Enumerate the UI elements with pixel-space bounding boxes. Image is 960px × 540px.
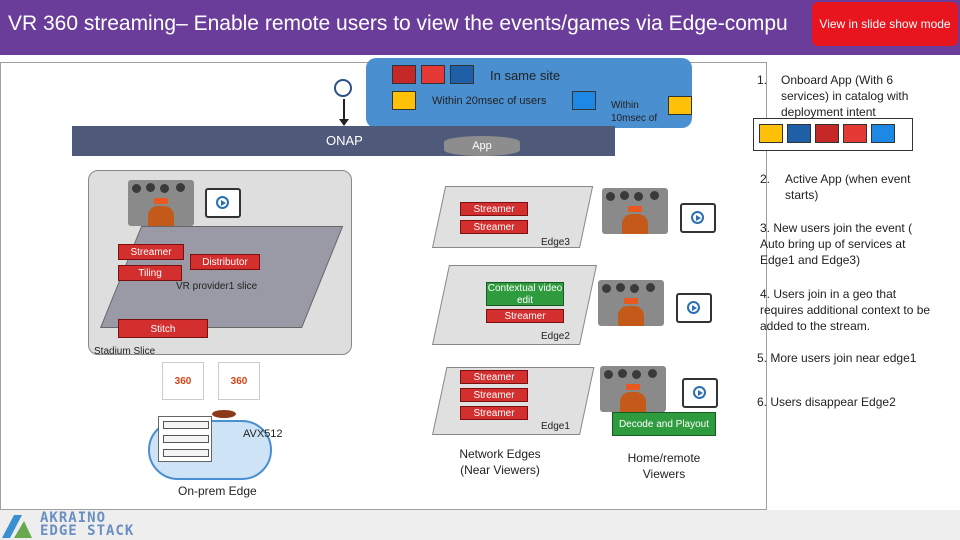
stadium-slice-label: Stadium Slice xyxy=(94,346,156,357)
stitch-pill: Stitch xyxy=(118,319,208,338)
edge2-streamer: Streamer xyxy=(486,309,564,323)
akraino-logo-text: AKRAINO EDGE STACK xyxy=(40,510,135,539)
step-1-text: Onboard App (With 6 services) in catalog… xyxy=(781,73,909,118)
viewers-image-edge3 xyxy=(602,188,668,234)
step-5-text: 5. More users join near edge1 xyxy=(757,351,917,365)
app-cylinder: App xyxy=(444,136,520,156)
arrow-down-icon xyxy=(343,99,345,123)
tablet-play-icon xyxy=(205,188,241,218)
service-square-yellow xyxy=(392,91,416,110)
person-group-icon xyxy=(334,79,352,97)
same-site-label: In same site xyxy=(490,68,561,83)
onprem-edge-label: On-prem Edge xyxy=(178,484,257,498)
service-square-blue xyxy=(572,91,596,110)
tablet-play-icon xyxy=(680,203,716,233)
edge1-streamer-1: Streamer xyxy=(460,370,528,384)
decode-playout-box: Decode and Playout xyxy=(612,412,716,436)
page-title: VR 360 streaming– Enable remote users to… xyxy=(8,12,788,35)
camera-360-icon: 360 xyxy=(162,362,204,400)
distributor-pill: Distributor xyxy=(190,254,260,270)
avx-label: AVX512 xyxy=(243,428,283,440)
server-icon xyxy=(158,416,212,462)
edge1-streamer-3: Streamer xyxy=(460,406,528,420)
step-4-text: 4. Users join in a geo that requires add… xyxy=(760,287,931,333)
edge1-label: Edge1 xyxy=(541,421,570,432)
arrow-head-icon xyxy=(339,119,349,126)
tablet-play-icon xyxy=(676,293,712,323)
slideshow-button[interactable]: View in slide show mode xyxy=(812,2,958,46)
edge3-streamer-2: Streamer xyxy=(460,220,528,234)
edge3-streamer-1: Streamer xyxy=(460,202,528,216)
step-6-text: 6. Users disappear Edge2 xyxy=(757,395,896,409)
satellite-dish-icon xyxy=(212,410,236,418)
step-3-text: 3. New users join the event ( Auto bring… xyxy=(760,221,913,267)
catalog-squares xyxy=(753,118,913,151)
onap-label: ONAP xyxy=(326,133,363,148)
network-edges-label: Network Edges (Near Viewers) xyxy=(459,447,541,477)
edge2-label: Edge2 xyxy=(541,331,570,342)
camera-360-icon: 360 xyxy=(218,362,260,400)
edge1-streamer-2: Streamer xyxy=(460,388,528,402)
akraino-logo-icon xyxy=(2,515,32,538)
viewers-image-edge2 xyxy=(598,280,664,326)
title-bar xyxy=(0,0,960,55)
viewers-image-edge1 xyxy=(600,366,666,412)
vr-provider-label: VR provider1 slice xyxy=(176,281,258,292)
tablet-play-icon xyxy=(682,378,718,408)
contextual-video-edit: Contextual video edit xyxy=(486,282,564,306)
footer-strip xyxy=(0,510,960,540)
step-2-number: 2. xyxy=(760,172,771,186)
service-square-red xyxy=(421,65,445,84)
edge3-label: Edge3 xyxy=(541,237,570,248)
onap-bar xyxy=(72,126,615,156)
logo-line-2: EDGE STACK xyxy=(40,523,135,539)
tiling-pill: Tiling xyxy=(118,265,182,281)
service-square-blue xyxy=(450,65,474,84)
service-square-yellow xyxy=(668,96,692,115)
latency-10ms-label: Within 10msec of xyxy=(611,100,658,124)
logo-line-1: AKRAINO xyxy=(40,510,107,526)
home-remote-label: Home/remote Viewers xyxy=(627,451,701,481)
latency-20ms-label: Within 20msec of users xyxy=(432,95,547,107)
crowd-image xyxy=(128,180,194,226)
same-site-box xyxy=(366,58,692,128)
step-1-number: 1. xyxy=(757,73,768,87)
step-2-text: Active App (when event starts) xyxy=(785,172,911,202)
streamer-pill: Streamer xyxy=(118,244,184,260)
service-square-red xyxy=(392,65,416,84)
